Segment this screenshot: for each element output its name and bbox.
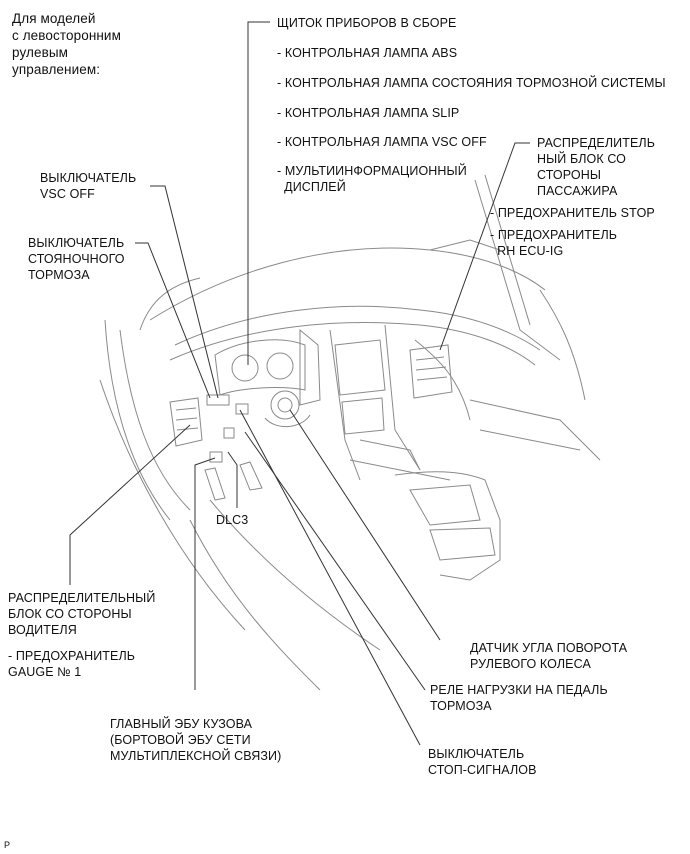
dashboard-top	[174, 305, 541, 351]
corner-mark: P	[4, 840, 11, 850]
instrument-cluster	[214, 339, 306, 396]
vsc-off-lamp-label: - КОНТРОЛЬНАЯ ЛАМПА VSC OFF	[277, 135, 487, 149]
abs-lamp-label: - КОНТРОЛЬНАЯ ЛАМПА ABS	[277, 46, 458, 60]
vsc-off-switch-label: ВЫКЛЮЧАТЕЛЬ VSC OFF	[40, 171, 137, 201]
windshield-edge	[149, 247, 546, 321]
passenger-jb-label: РАСПРЕДЕЛИТЕЛЬ НЫЙ БЛОК СО СТОРОНЫ ПАССА…	[537, 136, 656, 198]
lhd-note: Для моделей с левосторонним рулевым упра…	[12, 11, 121, 77]
rh-ecu-fuse-label: - ПРЕДОХРАНИТЕЛЬ RH ECU-IG	[490, 228, 618, 258]
leader-lines	[69, 21, 530, 746]
passenger-junction-block	[409, 344, 453, 399]
spiral-cable	[270, 390, 300, 420]
brake-relay-label: РЕЛЕ НАГРУЗКИ НА ПЕДАЛЬ ТОРМОЗА	[430, 683, 608, 713]
gauge-fuse-label: - ПРЕДОХРАНИТЕЛЬ GAUGE № 1	[8, 649, 136, 679]
combination-meter-label: ЩИТОК ПРИБОРОВ В СБОРЕ	[277, 16, 457, 30]
steering-sensor-label: ДАТЧИК УГЛА ПОВОРОТА РУЛЕВОГО КОЛЕСА	[470, 641, 628, 671]
driver-jb-label: РАСПРЕДЕЛИТЕЛЬНЫЙ БЛОК СО СТОРОНЫ ВОДИТЕ…	[8, 591, 156, 637]
slip-lamp-label: - КОНТРОЛЬНАЯ ЛАМПА SLIP	[277, 106, 460, 120]
multi-display-label: - МУЛЬТИИНФОРМАЦИОННЫЙ ДИСПЛЕЙ	[277, 164, 467, 194]
brake-system-lamp-label: - КОНТРОЛЬНАЯ ЛАМПА СОСТОЯНИЯ ТОРМОЗНОЙ …	[277, 76, 666, 90]
stop-lamp-switch-label: ВЫКЛЮЧАТЕЛЬ СТОП-СИГНАЛОВ	[428, 747, 537, 777]
parking-brake-switch-label: ВЫКЛЮЧАТЕЛЬ СТОЯНОЧНОГО ТОРМОЗА	[28, 236, 125, 282]
center-console	[394, 471, 501, 581]
dlc3-label: DLC3	[216, 513, 249, 527]
driver-junction-block	[169, 397, 203, 447]
main-body-ecu-label: ГЛАВНЫЙ ЭБУ КУЗОВА (БОРТОВОЙ ЭБУ СЕТИ МУ…	[110, 717, 282, 763]
stop-fuse-label: - ПРЕДОХРАНИТЕЛЬ STOP	[490, 206, 655, 220]
